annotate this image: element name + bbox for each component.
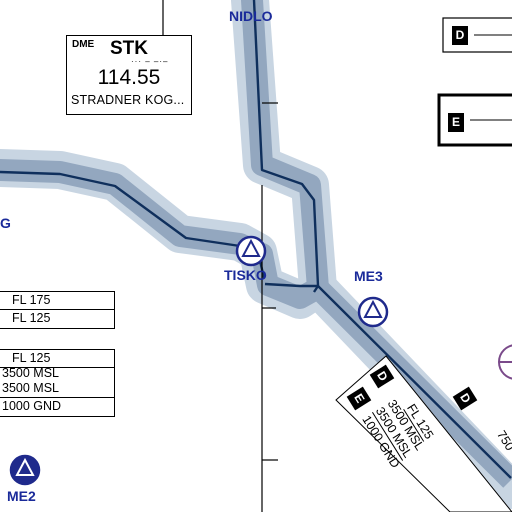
- altitude-limit: 3500 MSL: [2, 366, 59, 380]
- diagonal-corridor: [310, 280, 512, 488]
- altitude-lower-limit: 1000 GND: [2, 399, 62, 413]
- navaid-name: STRADNER KOG...: [71, 93, 185, 107]
- navaid-type: DME: [72, 39, 95, 50]
- navaid-frequency: 114.55: [97, 66, 161, 89]
- altitude-limit: 3500 MSL: [0, 380, 114, 398]
- diagonal-label-frame: [335, 355, 512, 512]
- dme-navaid-box[interactable]: DME STK ··· – –·– 114.55 STRADNER KOG...: [66, 35, 192, 115]
- altitude-block-left-upper: FL 175 FL 125: [0, 291, 115, 329]
- altitude-lower-limit: FL 125: [12, 311, 51, 325]
- waypoint-label-g[interactable]: G: [0, 215, 11, 231]
- waypoint-label-me3[interactable]: ME3: [354, 268, 383, 284]
- waypoint-tisko-symbol[interactable]: [235, 235, 267, 267]
- restricted-area-symbol: [498, 344, 512, 380]
- altitude-upper-limit: FL 125: [0, 350, 114, 368]
- waypoint-label-me2[interactable]: ME2: [7, 488, 36, 504]
- altitude-upper-limit: FL 175: [0, 292, 114, 310]
- waypoint-me3-symbol[interactable]: [357, 296, 389, 328]
- airspace-class-badge: D: [452, 26, 468, 45]
- waypoint-label-nidlo[interactable]: NIDLO: [229, 8, 273, 24]
- navaid-morse: ··· – –·–: [131, 57, 169, 66]
- airspace-box-top-right: [442, 17, 512, 53]
- altitude-block-left-lower: FL 125 3500 MSL 3500 MSL 1000 GND: [0, 349, 115, 417]
- waypoint-label-tisko[interactable]: TISKO: [224, 267, 267, 283]
- navaid-ident: STK: [110, 38, 148, 59]
- reference-lines: [162, 0, 278, 512]
- airspace-class-badge: E: [448, 113, 464, 132]
- waypoint-me2-symbol[interactable]: [9, 454, 41, 486]
